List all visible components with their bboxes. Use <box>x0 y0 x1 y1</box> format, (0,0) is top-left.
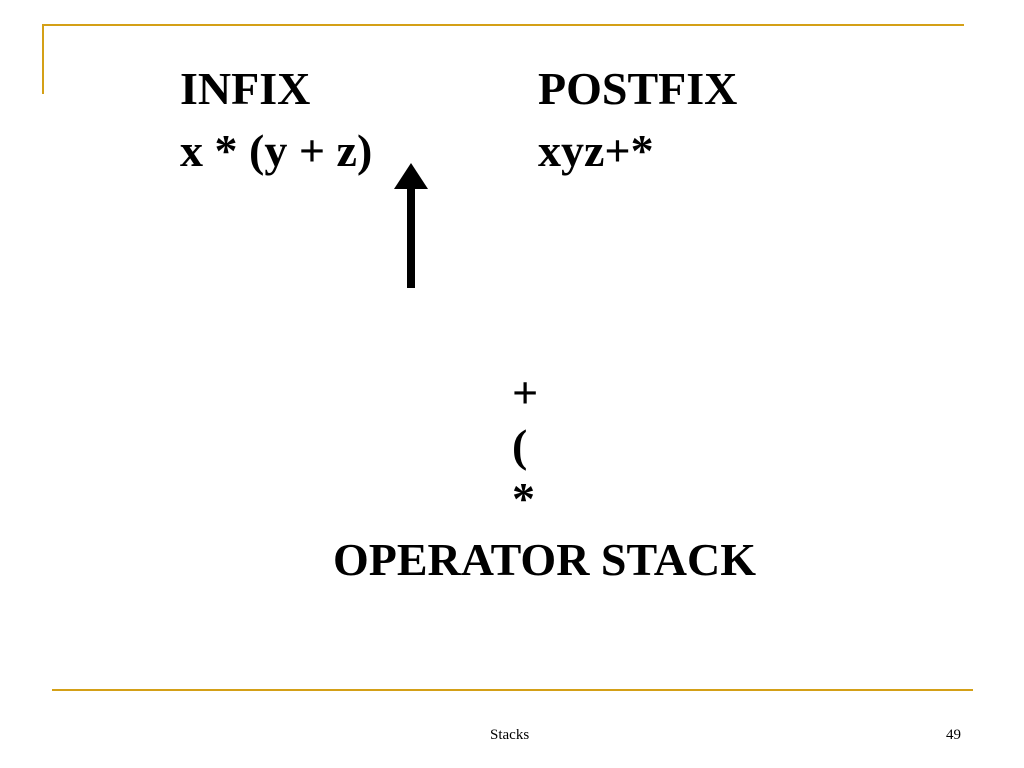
postfix-heading: POSTFIX <box>538 63 738 114</box>
postfix-expression: xyz+* <box>538 125 654 176</box>
page-number: 49 <box>946 727 961 743</box>
infix-expression: x * (y + z) <box>180 125 373 176</box>
footer-rule <box>52 689 973 691</box>
frame-left-rule <box>42 24 44 94</box>
stack-item: + <box>512 367 539 418</box>
stack-item: * <box>512 473 535 524</box>
frame-top-rule <box>42 24 964 26</box>
footer-title: Stacks <box>490 727 530 743</box>
infix-heading: INFIX <box>180 63 311 114</box>
operator-stack: + ( * <box>512 366 572 525</box>
operator-stack-label: OPERATOR STACK <box>333 534 757 585</box>
stack-item: ( <box>512 420 528 471</box>
up-arrow-icon <box>394 163 428 288</box>
